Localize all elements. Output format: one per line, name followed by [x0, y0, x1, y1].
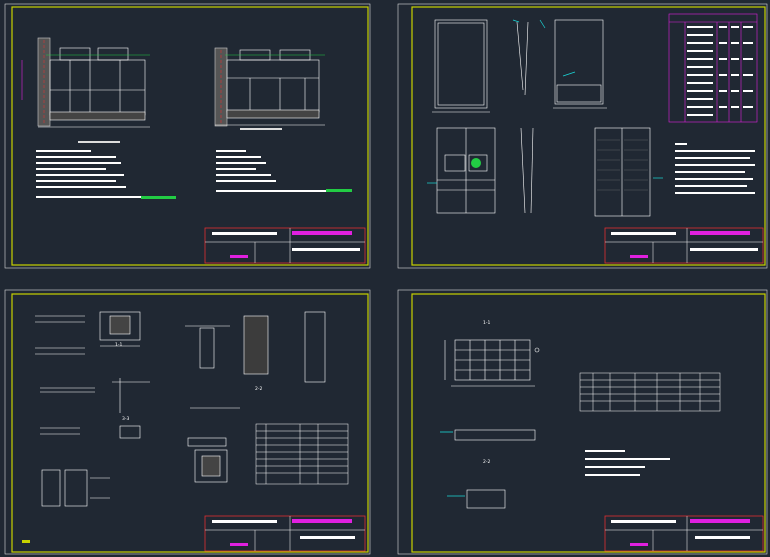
sheet-2-border — [411, 6, 766, 266]
section-drawing-left — [21, 37, 150, 143]
title-block — [204, 515, 366, 552]
material-table — [255, 423, 349, 485]
section-label: 2-2 — [483, 459, 490, 465]
door-elevations — [432, 19, 651, 217]
sheet-4-border — [411, 293, 766, 553]
sheet-1[interactable] — [0, 0, 385, 278]
green-marker — [471, 158, 481, 168]
sheet-4[interactable]: 1-1 2-2 — [385, 278, 770, 557]
grid-plan — [444, 339, 536, 509]
cyan-dims — [440, 431, 465, 497]
yellow-marker — [22, 540, 30, 543]
section-label: 3-3 — [122, 416, 129, 422]
notes — [585, 450, 670, 476]
section-labels: 1-1 2-2 — [483, 320, 490, 465]
title-block — [604, 227, 764, 264]
sheet-1-border — [11, 6, 369, 266]
notes — [675, 143, 755, 194]
schedule-table — [668, 13, 758, 123]
callout-circle — [534, 347, 540, 353]
section-label: 1-1 — [115, 342, 122, 348]
detail-drawings — [35, 311, 326, 507]
section-labels: 1-1 2-2 3-3 — [115, 342, 262, 422]
notes-left — [36, 150, 176, 199]
sheet-3[interactable]: 1-1 2-2 3-3 — [0, 278, 385, 557]
cyan-leaders — [427, 19, 663, 184]
quantity-table — [579, 372, 721, 412]
title-block — [204, 227, 366, 264]
sheet-3-border — [11, 293, 369, 553]
section-label: 2-2 — [255, 386, 262, 392]
schedule-rows — [687, 26, 753, 116]
notes-right — [216, 150, 352, 192]
section-label: 1-1 — [483, 320, 490, 326]
hatched-panel — [597, 139, 648, 191]
sheet-2[interactable] — [385, 0, 770, 278]
section-drawing-right — [214, 47, 325, 130]
title-block — [604, 515, 764, 552]
